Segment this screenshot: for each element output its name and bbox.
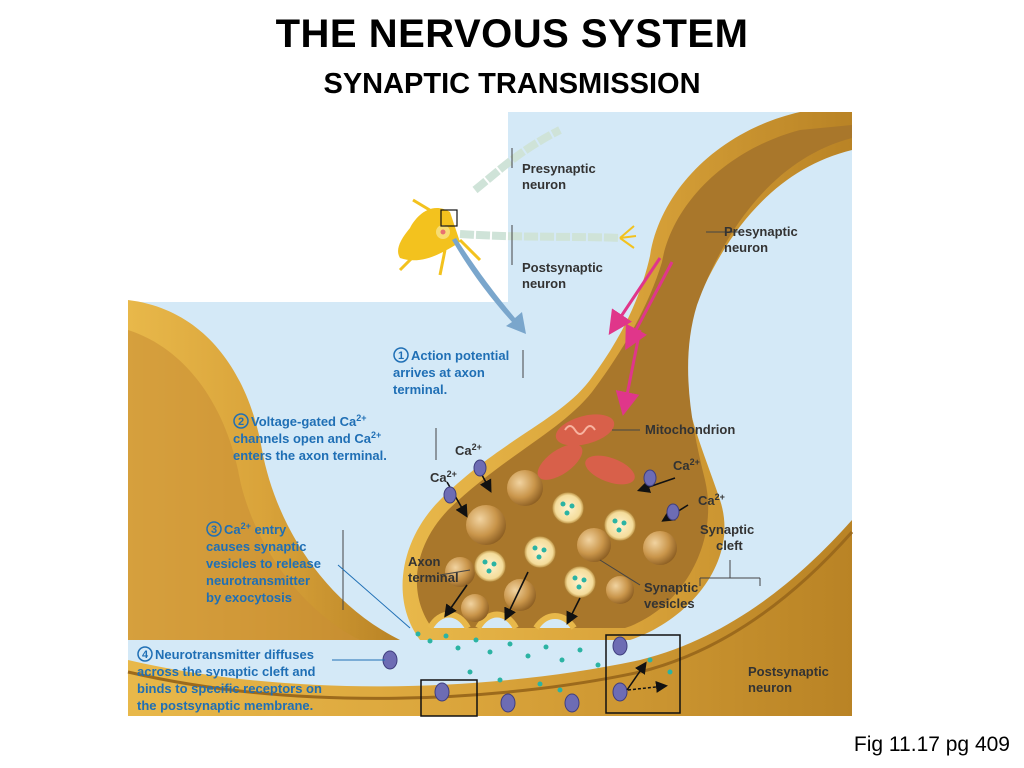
svg-text:4: 4: [142, 649, 149, 661]
svg-text:channels open and Ca2+: channels open and Ca2+: [233, 430, 381, 446]
detail-box: [605, 634, 681, 714]
neurotransmitter-molecules: [415, 631, 673, 693]
label-ca-3: Ca2+: [673, 457, 700, 473]
zoom-arrow: [452, 238, 526, 334]
svg-text:binds to specific receptors on: binds to specific receptors on: [137, 681, 322, 696]
organelles: [445, 470, 677, 622]
label-ca-1: Ca2+: [455, 442, 482, 458]
svg-text:2: 2: [238, 416, 244, 428]
mitochondrion: [537, 414, 635, 485]
svg-text:Neurotransmitter diffuses: Neurotransmitter diffuses: [155, 647, 314, 662]
label-ca-4: Ca2+: [698, 492, 725, 508]
svg-text:causes synaptic: causes synaptic: [206, 539, 306, 554]
svg-text:Action potential: Action potential: [411, 348, 509, 363]
svg-text:Ca2+ entry: Ca2+ entry: [224, 521, 287, 537]
step-4: 4 Neurotransmitter diffuses across the s…: [137, 646, 385, 713]
label-mitochondrion: Mitochondrion: [645, 422, 735, 437]
step-2: 2 Voltage-gated Ca2+ channels open and C…: [233, 413, 387, 463]
svg-text:by exocytosis: by exocytosis: [206, 590, 292, 605]
svg-text:Voltage-gated Ca2+: Voltage-gated Ca2+: [251, 413, 366, 429]
synaptic-vesicles: [473, 491, 637, 599]
figure-caption: Fig 11.17 pg 409: [853, 733, 1010, 756]
svg-text:1: 1: [398, 350, 404, 362]
page-title: THE NERVOUS SYSTEM: [275, 12, 749, 56]
svg-text:neurotransmitter: neurotransmitter: [206, 573, 310, 588]
svg-text:arrives at axon: arrives at axon: [393, 365, 485, 380]
svg-text:vesicles to release: vesicles to release: [206, 556, 321, 571]
svg-text:3: 3: [211, 524, 217, 536]
svg-text:across the synaptic cleft and: across the synaptic cleft and: [137, 664, 316, 679]
svg-text:enters the axon terminal.: enters the axon terminal.: [233, 448, 387, 463]
page-subtitle: SYNAPTIC TRANSMISSION: [323, 68, 701, 100]
postsynaptic-neuron-body: [128, 520, 852, 716]
calcium-channels: [443, 459, 680, 521]
step-3: 3 Ca2+ entry causes synaptic vesicles to…: [206, 521, 411, 629]
svg-text:the postsynaptic membrane.: the postsynaptic membrane.: [137, 698, 313, 713]
svg-text:terminal.: terminal.: [393, 382, 447, 397]
label-ca-2: Ca2+: [430, 469, 457, 485]
small-neuron-inset: [398, 126, 637, 276]
step-1: 1 Action potential arrives at axon termi…: [393, 347, 509, 397]
receptors: [382, 636, 628, 713]
